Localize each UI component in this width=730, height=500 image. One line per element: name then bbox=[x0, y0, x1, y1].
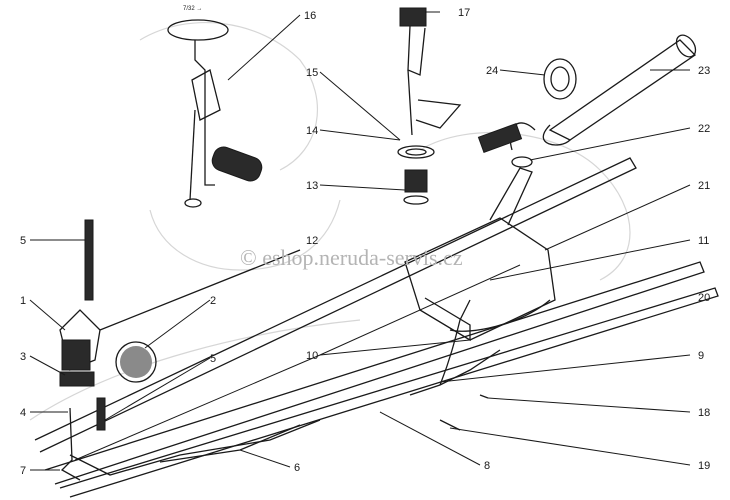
fuel-pump-stack bbox=[397, 7, 462, 205]
label-9: 9 bbox=[698, 350, 704, 362]
label-4: 4 bbox=[20, 407, 26, 419]
label-8: 8 bbox=[484, 460, 490, 472]
label-3: 3 bbox=[20, 351, 26, 363]
label-15: 15 bbox=[306, 67, 318, 79]
label-14: 14 bbox=[306, 125, 318, 137]
frame-rails bbox=[34, 157, 719, 498]
label-20: 20 bbox=[698, 292, 710, 304]
label-2: 2 bbox=[210, 295, 216, 307]
label-18: 18 bbox=[698, 407, 710, 419]
fuel-sender-unit bbox=[167, 19, 263, 208]
leader-lines bbox=[29, 11, 691, 471]
watermark: © eshop.neruda-servis.cz bbox=[240, 245, 463, 270]
label-24: 24 bbox=[486, 65, 498, 77]
fuel-lines bbox=[69, 299, 501, 476]
label-10: 10 bbox=[306, 350, 318, 362]
fuel-tap-assembly bbox=[59, 219, 157, 481]
label-12: 12 bbox=[306, 235, 318, 247]
filler-neck-assembly bbox=[477, 34, 697, 153]
label-7: 7 bbox=[20, 465, 26, 477]
label-5-lower: 5 bbox=[210, 353, 216, 365]
label-23: 23 bbox=[698, 65, 710, 77]
gauge-mark: 7/32 → bbox=[183, 6, 202, 12]
background-ghost-drawing bbox=[29, 22, 631, 421]
label-19: 19 bbox=[698, 460, 710, 472]
label-6: 6 bbox=[294, 462, 300, 474]
label-17: 17 bbox=[458, 7, 470, 19]
label-5-upper: 5 bbox=[20, 235, 26, 247]
label-21: 21 bbox=[698, 180, 710, 192]
label-11: 11 bbox=[698, 235, 709, 247]
label-13: 13 bbox=[306, 180, 318, 192]
label-22: 22 bbox=[698, 123, 710, 135]
label-16: 16 bbox=[304, 10, 316, 22]
part-number-labels: 5 1 3 4 7 2 5 6 8 9 10 11 12 13 14 15 16… bbox=[20, 6, 710, 477]
label-1: 1 bbox=[20, 295, 26, 307]
